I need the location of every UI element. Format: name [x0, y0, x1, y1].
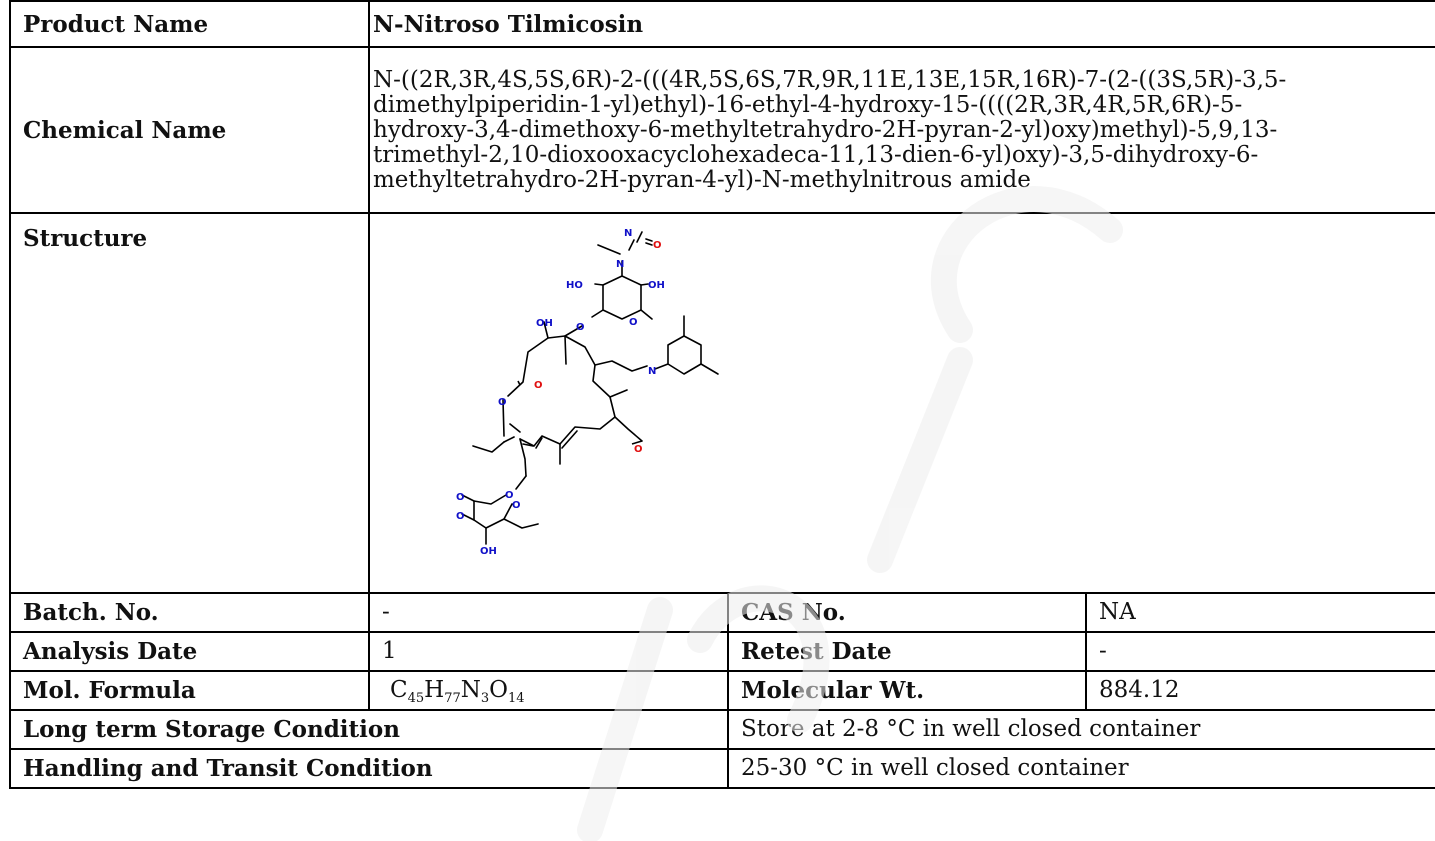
atom-label-ring-oxygen: O [512, 500, 521, 511]
cas-label: CAS No. [727, 592, 1087, 633]
atom-label-ether-oxygen: O [505, 490, 514, 501]
atom-label-ester-oxygen: O [498, 397, 507, 408]
handling-label: Handling and Transit Condition [9, 748, 729, 789]
row-batch: Batch. No. - CAS No. NA [9, 592, 1435, 633]
row-product-name: Product Name N-Nitroso Tilmicosin [9, 0, 1435, 48]
chemical-name-value: N-((2R,3R,4S,5S,6R)-2-(((4R,5S,6S,7R,9R,… [367, 46, 1435, 214]
row-storage: Long term Storage Condition Store at 2-8… [9, 709, 1435, 750]
handling-value: 25-30 °C in well closed container [726, 748, 1435, 789]
row-analysis: Analysis Date 1 Retest Date - [9, 631, 1435, 672]
atom-label-methoxy-oxygen: O [456, 492, 465, 503]
specification-sheet: Product Name N-Nitroso Tilmicosin Chemic… [9, 0, 1435, 841]
row-formula: Mol. Formula C45H77N3O14 Molecular Wt. 8… [9, 670, 1435, 711]
storage-label: Long term Storage Condition [9, 709, 729, 750]
row-structure: Structure [9, 212, 1435, 594]
cas-value: NA [1084, 592, 1435, 633]
analysis-date-label: Analysis Date [9, 631, 370, 672]
retest-date-value: - [1084, 631, 1435, 672]
storage-value: Store at 2-8 °C in well closed container [726, 709, 1435, 750]
atom-label-carbonyl-oxygen: O [534, 380, 543, 391]
molecular-weight-label: Molecular Wt. [727, 670, 1087, 711]
chemical-name-line: hydroxy-3,4-dimethoxy-6-methyltetrahydro… [373, 116, 1278, 143]
formula-element: H [424, 677, 445, 703]
chemical-name-line: trimethyl-2,10-dioxooxacyclohexadeca-11,… [373, 141, 1259, 168]
formula-count: 45 [407, 691, 425, 706]
atom-label-piperidine-n: N [648, 366, 656, 377]
atom-label-ring-oxygen: O [629, 317, 638, 328]
chemical-name-label: Chemical Name [9, 46, 370, 214]
structure-diagram: N O N HO OH O O OH N O O O O O O O OH [456, 228, 719, 557]
batch-label: Batch. No. [9, 592, 370, 633]
structure-label: Structure [9, 212, 370, 594]
chemical-name-line: dimethylpiperidin-1-yl)ethyl)-16-ethyl-4… [373, 91, 1243, 118]
formula-count: 3 [480, 691, 490, 706]
retest-date-label: Retest Date [727, 631, 1087, 672]
batch-value: - [368, 592, 729, 633]
formula-element: C [390, 677, 408, 703]
row-handling: Handling and Transit Condition 25-30 °C … [9, 748, 1435, 789]
atom-label-nitroso-n: N [624, 228, 632, 239]
atom-label-hydroxyl: HO [566, 280, 583, 291]
formula-element: N [460, 677, 481, 703]
product-name-label: Product Name [9, 0, 370, 48]
atom-label-hydroxyl: OH [480, 546, 497, 557]
formula-element: O [489, 677, 509, 703]
formula-value: C45H77N3O14 [368, 670, 729, 711]
atom-label-ketone-oxygen: O [634, 444, 643, 455]
atom-label-glycosidic-oxygen: O [576, 322, 585, 333]
row-chemical-name: Chemical Name N-((2R,3R,4S,5S,6R)-2-(((4… [9, 46, 1435, 214]
formula-count: 14 [508, 691, 525, 706]
atom-label-amine-n: N [616, 259, 624, 270]
molecular-weight-value: 884.12 [1084, 670, 1435, 711]
atom-label-hydroxyl: OH [648, 280, 665, 291]
chemical-name-line: methyltetrahydro-2H-pyran-4-yl)-N-methyl… [373, 166, 1031, 193]
formula-label: Mol. Formula [9, 670, 370, 711]
analysis-date-value: 1 [368, 631, 729, 672]
spec-table: Product Name N-Nitroso Tilmicosin Chemic… [9, 0, 1435, 789]
formula-count: 77 [444, 691, 461, 706]
structure-cell: N O N HO OH O O OH N O O O O O O O OH [367, 212, 1435, 594]
atom-label-methoxy-oxygen: O [456, 511, 465, 522]
atom-label-hydroxyl: OH [536, 318, 553, 329]
atom-label-nitroso-o: O [653, 240, 662, 251]
product-name-value: N-Nitroso Tilmicosin [367, 0, 1435, 48]
chemical-name-line: N-((2R,3R,4S,5S,6R)-2-(((4R,5S,6S,7R,9R,… [373, 66, 1287, 93]
